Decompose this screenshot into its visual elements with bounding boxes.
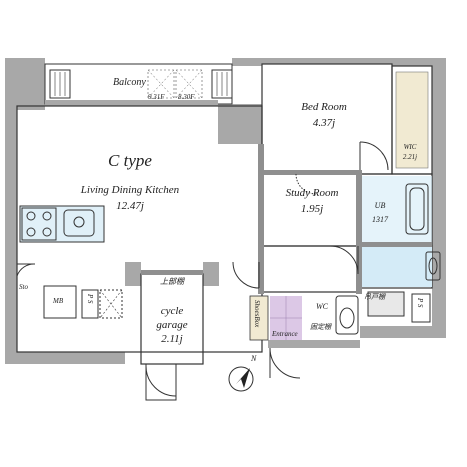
study-name: Study Room — [285, 187, 339, 199]
small-boxes — [43, 285, 431, 323]
fixed-shelf-label: 固定棚 — [310, 323, 331, 331]
shoebox-label: ShoesBox — [253, 300, 261, 328]
compass-label: N — [251, 354, 257, 363]
ldk-area: 12.47j — [116, 200, 144, 212]
wc-label: WC — [316, 302, 328, 311]
doors — [16, 141, 389, 401]
balcony-label: Balcony — [113, 77, 146, 88]
hanging-shelf-label: 吊戸棚 — [364, 293, 385, 301]
wic-area: 2.21j — [402, 153, 418, 161]
cycle-shelf-label: 上部棚 — [160, 277, 184, 286]
outer-walls — [5, 58, 446, 364]
entrance-label: Entrance — [272, 330, 298, 338]
balcony-area-right: 8.30F — [178, 93, 195, 101]
ub-size: 1317 — [372, 215, 388, 224]
cycle-name-line2: garage — [156, 319, 188, 331]
ps-left-label: P S — [86, 294, 94, 304]
type-label: C type — [108, 151, 152, 170]
bathtub — [405, 183, 429, 235]
interior-wall-bands — [141, 144, 432, 294]
study-area: 1.95j — [300, 203, 324, 215]
ldk-name: Living Dining Kitchen — [80, 184, 180, 196]
wic-name: WIC — [403, 143, 417, 151]
balcony — [44, 63, 233, 106]
kitchen-counter — [19, 205, 105, 243]
bedroom-area: 4.37j — [312, 117, 336, 129]
ub-name: UB — [374, 201, 386, 210]
cycle-name-line1: cycle — [160, 305, 184, 317]
bedroom-name: Bed Room — [301, 101, 347, 113]
compass-icon — [228, 366, 254, 392]
washbasin — [425, 251, 441, 281]
colored-areas — [249, 71, 432, 341]
cycle-area: 2.11j — [161, 333, 183, 345]
toilet — [335, 295, 359, 335]
mb-label: MB — [53, 297, 64, 305]
ps-right-label: P S — [416, 298, 424, 308]
sto-label: Sto — [19, 283, 28, 291]
balcony-area-left: 9.31F — [148, 93, 165, 101]
